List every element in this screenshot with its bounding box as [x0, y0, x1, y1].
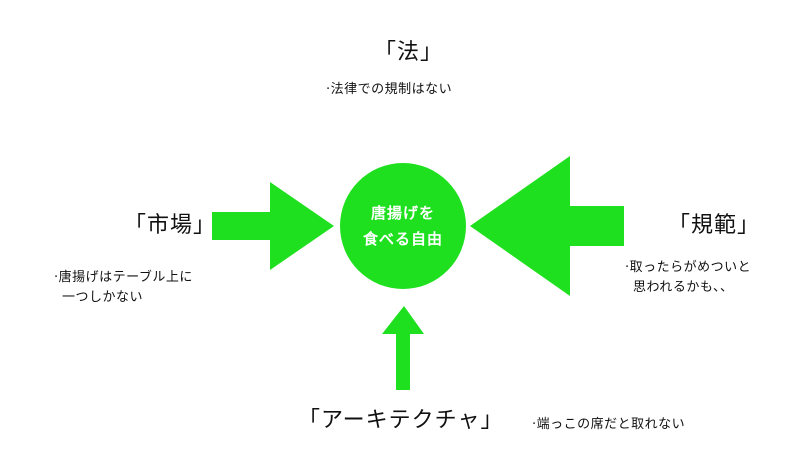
law-note: ·法律での規制はない — [326, 82, 453, 97]
norms-note-line2: 思われるかも、、 — [633, 280, 734, 295]
market-arrow — [212, 182, 334, 270]
norms-note: ·取ったらがめついと 思われるかも、、 — [625, 258, 751, 298]
center-label-line2: 食べる自由 — [362, 230, 443, 248]
center-label-line1: 唐揚げを — [370, 204, 435, 222]
norms-title: 「規範」 — [668, 213, 761, 238]
norms-note-line1: ·取ったらがめついと — [625, 260, 752, 275]
center-label: 唐揚げを 食べる自由 — [340, 163, 466, 289]
law-title: 「法」 — [374, 40, 444, 65]
center-circle — [340, 163, 466, 289]
architecture-arrow — [382, 306, 424, 390]
architecture-note: ·端っこの席だと取れない — [532, 417, 686, 432]
market-note-line2: 一つしかない — [62, 290, 144, 305]
architecture-title: 「アーキテクチャ」 — [298, 408, 504, 433]
market-note: ·唐揚げはテーブル上に 一つしかない — [54, 268, 193, 308]
market-title: 「市場」 — [124, 213, 217, 238]
norms-arrow — [470, 156, 624, 296]
market-note-line1: ·唐揚げはテーブル上に — [54, 270, 193, 285]
